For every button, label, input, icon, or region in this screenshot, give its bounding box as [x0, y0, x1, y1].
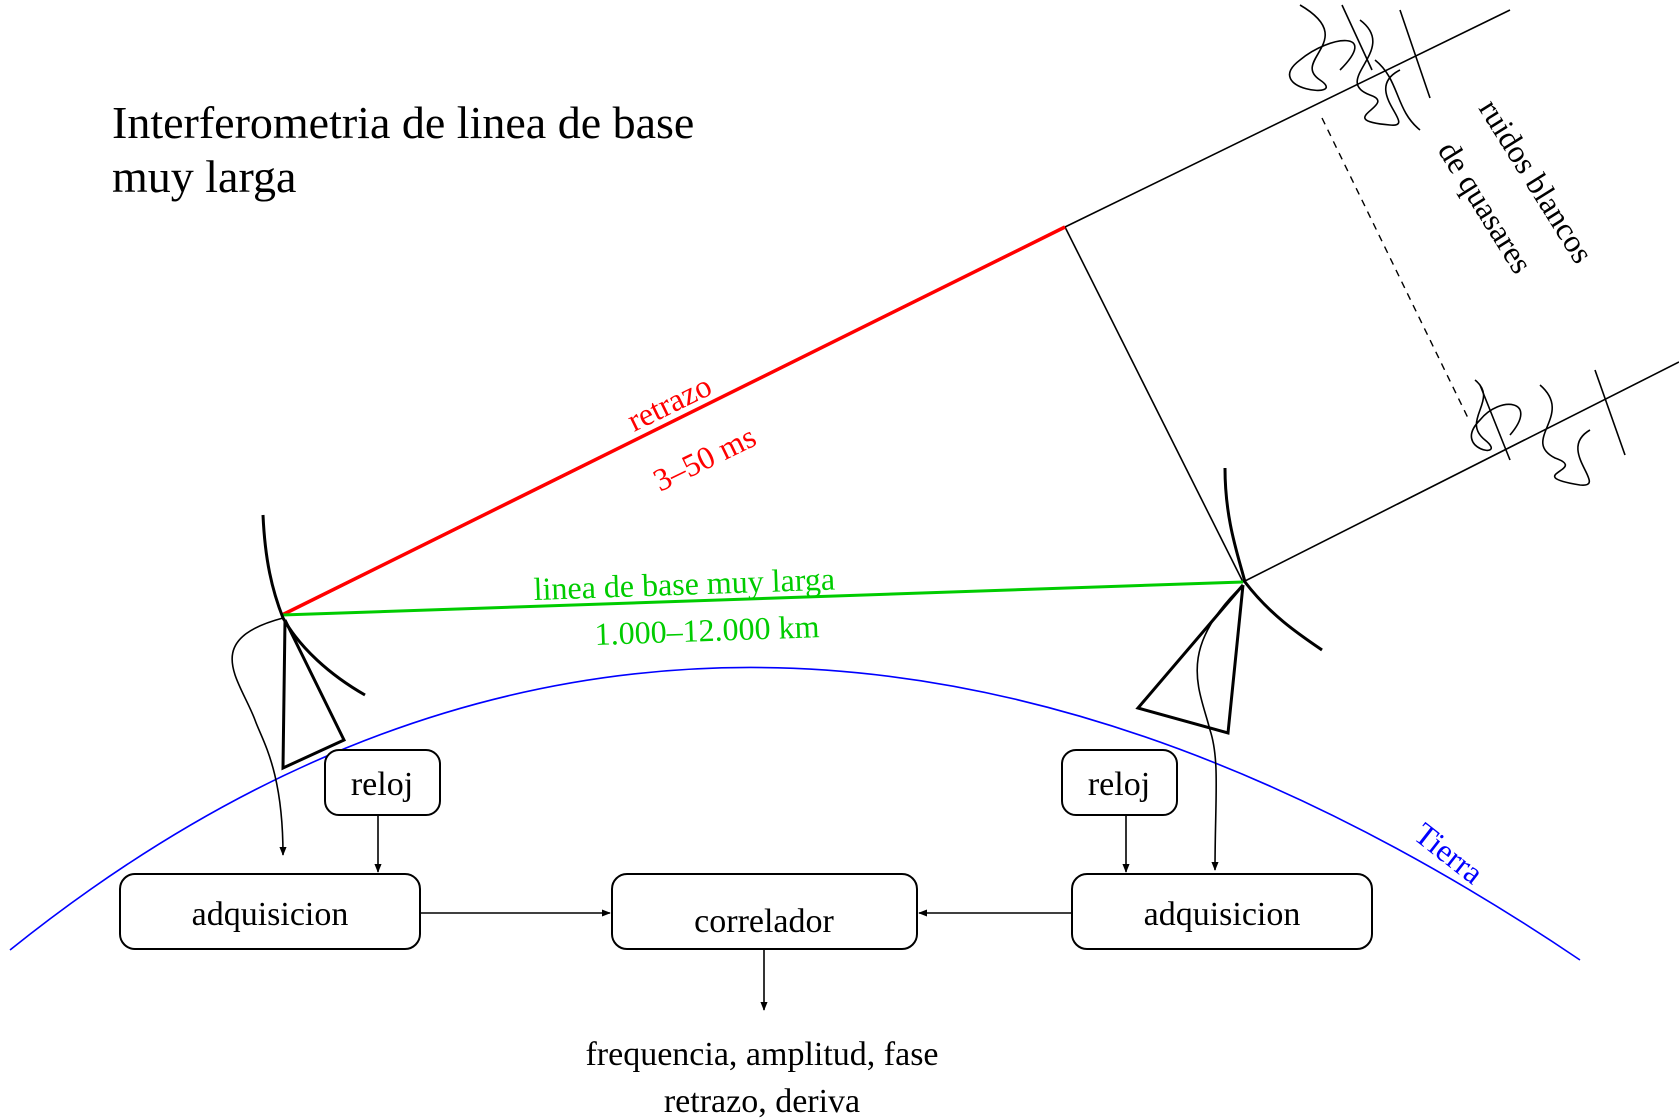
antenna-left-mount [281, 619, 347, 771]
acquisition-box-left [119, 873, 421, 950]
antenna-right-dish [1223, 467, 1323, 652]
quasar-ray-left [1064, 9, 1511, 228]
delay-line [281, 225, 1066, 617]
delay-range: 3–50 ms [647, 418, 761, 498]
baseline-line [281, 580, 1244, 617]
acquisition-label-right: adquisicion [1144, 896, 1301, 933]
earth-label: Tierra [1408, 815, 1491, 891]
quasar-ray-right [1242, 361, 1679, 583]
output-line-2: retrazo, deriva [664, 1083, 860, 1120]
antenna-right-mount [1135, 584, 1245, 735]
diagram-title-line-2: muy larga [112, 151, 296, 202]
correlator-label: correlador [694, 903, 834, 940]
antenna-left [231, 514, 366, 856]
output-line-1: frequencia, amplitud, fase [585, 1036, 938, 1073]
acquisition-box-right [1071, 873, 1373, 950]
clock-label-left: reloj [351, 766, 413, 803]
clock-box-right [1061, 749, 1178, 816]
antenna-right [1135, 467, 1323, 871]
baseline-range: 1.000–12.000 km [594, 608, 820, 652]
delay-label: retrazo [621, 367, 717, 438]
clock-box-left [324, 749, 441, 816]
acquisition-label-left: adquisicion [192, 896, 349, 933]
earth-curve [9, 666, 1581, 961]
wavefront-line [1064, 226, 1244, 583]
antenna-right-signal-arrow [1196, 584, 1244, 871]
noise-signal-top [1288, 4, 1431, 131]
clock-label-right: reloj [1088, 766, 1150, 803]
noise-signal-bottom [1470, 369, 1626, 486]
antenna-left-dish [261, 514, 366, 697]
antenna-left-signal-arrow [231, 617, 287, 856]
noise-wavefront-dashed [1321, 117, 1469, 419]
baseline-label: linea de base muy larga [533, 560, 836, 607]
diagram-title-line-1: Interferometria de linea de base [112, 97, 694, 148]
